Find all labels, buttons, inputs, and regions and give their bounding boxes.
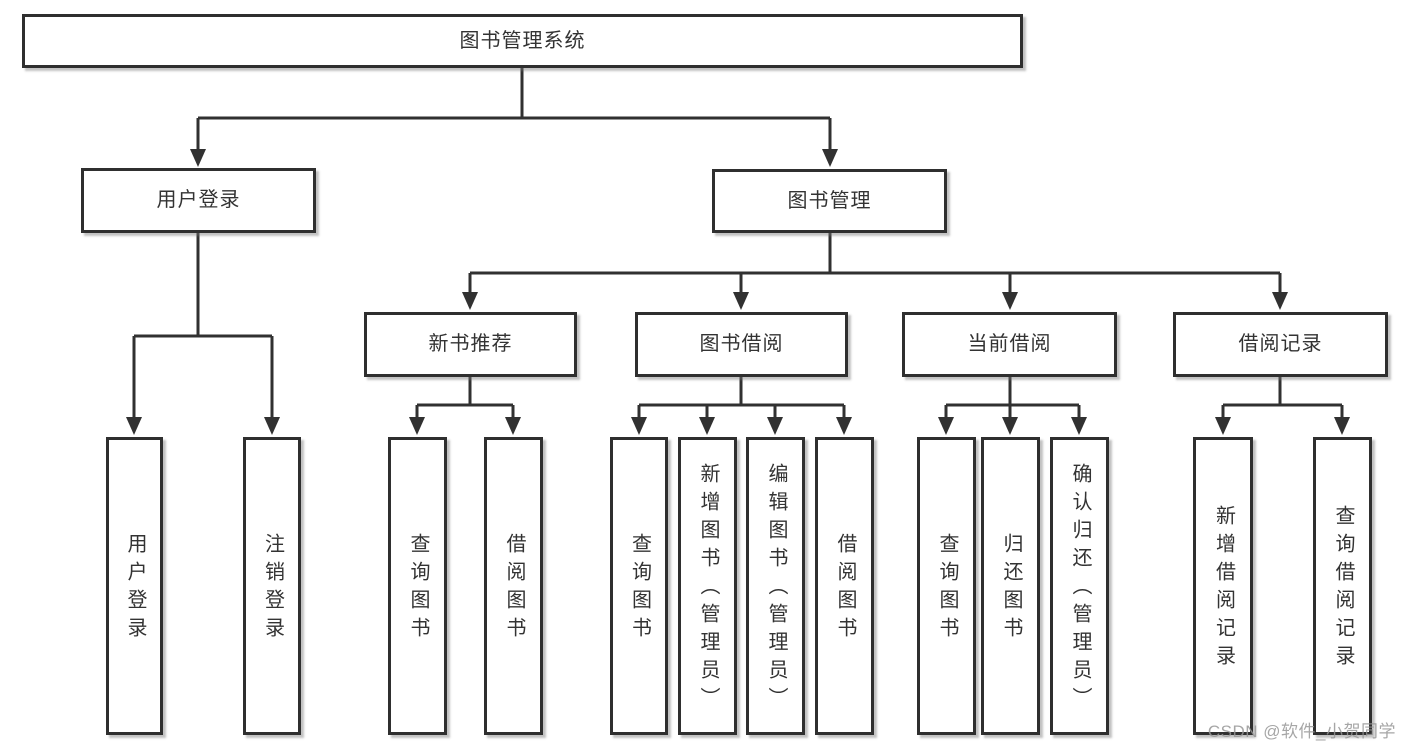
arrowheads [126,149,1350,435]
leaf-query-books-3: 查询图书 [917,437,976,735]
connector-paths [132,68,1344,420]
node-user-login: 用户登录 [81,168,316,233]
node-current-borrow: 当前借阅 [902,312,1117,377]
leaf-edit-book-admin: 编辑图书（管理员） [746,437,805,735]
node-book-management: 图书管理 [712,169,947,233]
csdn-watermark: CSDN @软件_小贺同学 [1207,722,1396,741]
node-borrow-records: 借阅记录 [1173,312,1388,377]
leaf-add-borrow-record: 新增借阅记录 [1193,437,1253,735]
node-new-book-recommend: 新书推荐 [364,312,577,377]
leaf-confirm-return-admin: 确认归还（管理员） [1050,437,1109,735]
node-book-borrow: 图书借阅 [635,312,848,377]
leaf-query-books-2: 查询图书 [610,437,668,735]
leaf-user-login: 用户登录 [106,437,163,735]
leaf-return-book: 归还图书 [981,437,1040,735]
leaf-query-books: 查询图书 [388,437,447,735]
leaf-logout-login: 注销登录 [243,437,301,735]
leaf-query-borrow-record: 查询借阅记录 [1313,437,1372,735]
node-library-management-system: 图书管理系统 [22,14,1023,68]
leaf-add-book-admin: 新增图书（管理员） [678,437,737,735]
leaf-borrow-books: 借阅图书 [484,437,543,735]
leaf-borrow-books-2: 借阅图书 [815,437,874,735]
